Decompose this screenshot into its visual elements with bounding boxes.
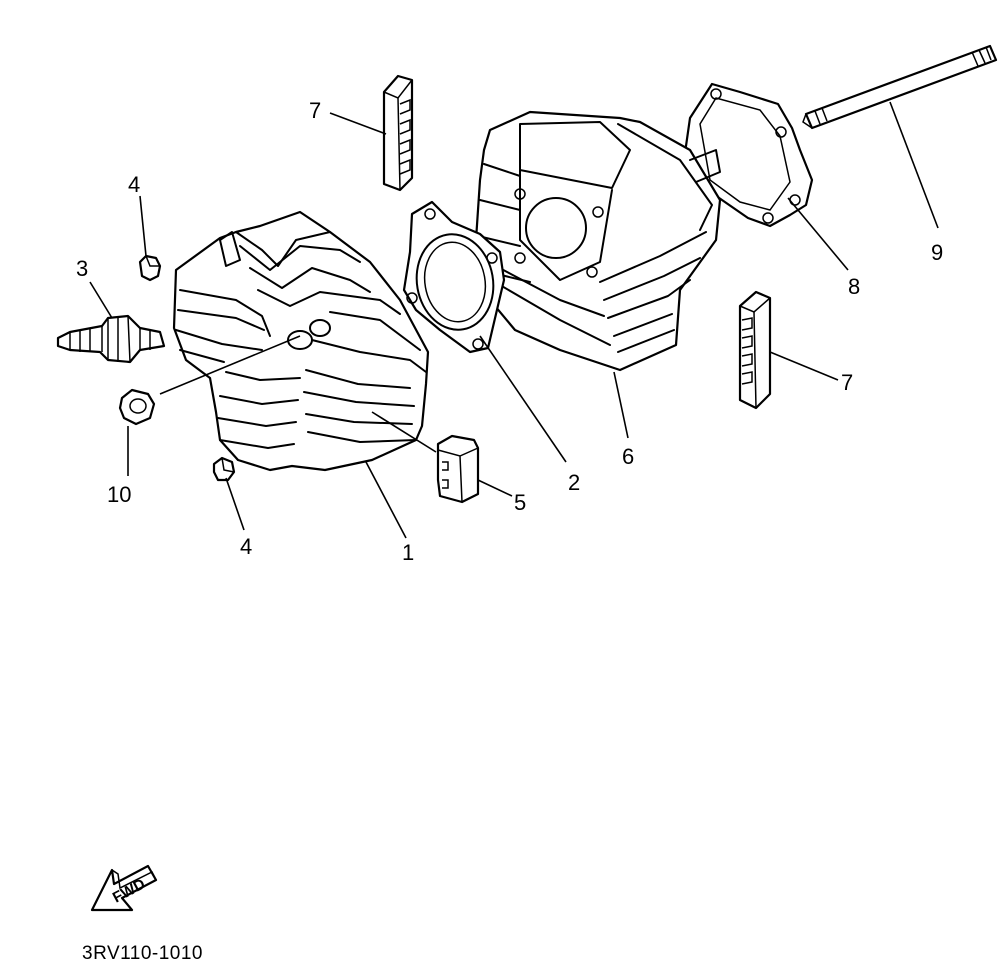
callout-8: 8 <box>848 274 860 299</box>
callout-3: 3 <box>76 256 88 281</box>
dowel-pin-lower-part-4 <box>212 456 236 482</box>
callout-6: 6 <box>622 444 634 469</box>
callout-9: 9 <box>931 240 943 265</box>
spark-plug-part-3 <box>56 314 166 364</box>
damper-block-part-5 <box>436 434 480 504</box>
nut-part-10 <box>118 388 156 426</box>
callout-labels: 7 4 3 10 4 1 5 2 6 7 8 9 <box>76 98 943 565</box>
callout-1: 1 <box>402 540 414 565</box>
leader-lines <box>89 101 939 539</box>
stud-bolt-part-9 <box>802 44 998 130</box>
forward-arrow-icon: FWD <box>90 864 158 912</box>
callout-7-lower: 7 <box>841 370 853 395</box>
damper-strip-upper-part-7 <box>382 74 414 192</box>
head-gasket-part-2 <box>402 200 506 354</box>
cylinder-part-6 <box>473 110 722 372</box>
callout-10: 10 <box>107 482 131 507</box>
cylinder-head-part-1 <box>172 210 430 472</box>
callout-4-lower: 4 <box>240 534 252 559</box>
damper-strip-lower-part-7 <box>738 290 772 410</box>
diagram-code: 3RV110-1010 <box>82 943 203 964</box>
dowel-pin-upper-part-4 <box>138 254 162 282</box>
callout-4-upper: 4 <box>128 172 140 197</box>
callout-5: 5 <box>514 490 526 515</box>
callout-2: 2 <box>568 470 580 495</box>
callout-7-upper: 7 <box>309 98 321 123</box>
